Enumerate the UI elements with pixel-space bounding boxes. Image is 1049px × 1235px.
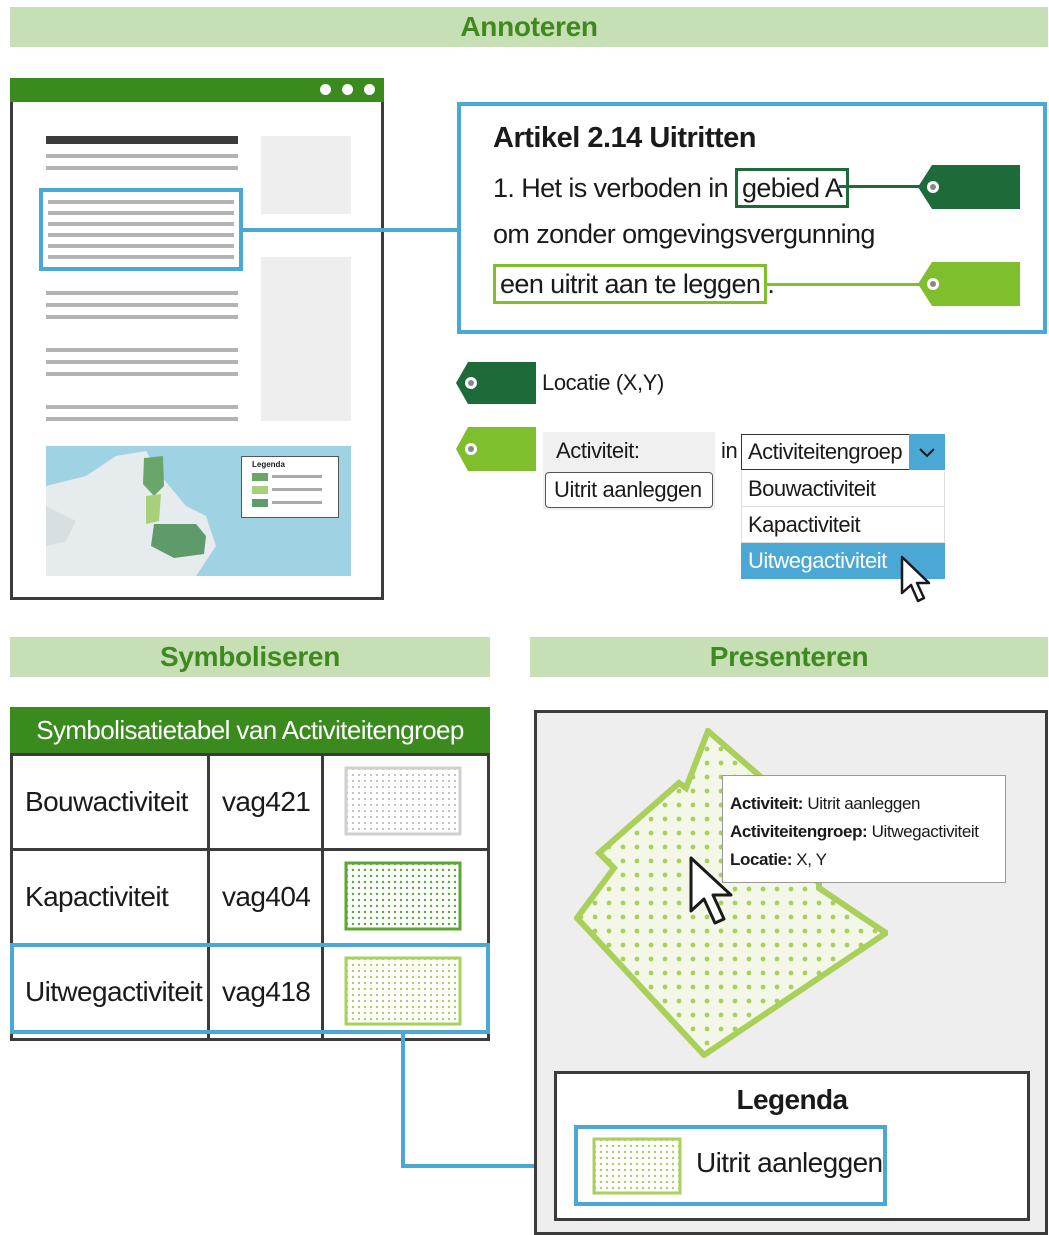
legend-item-label: Uitrit aanleggen xyxy=(696,1147,883,1178)
window-control-dot[interactable] xyxy=(364,84,375,95)
article-title: Artikel 2.14 Uitritten xyxy=(493,122,756,154)
map-tooltip: Activiteit: Uitrit aanleggen Activiteite… xyxy=(722,775,1006,883)
swatch-lightgreen-dotted xyxy=(592,1137,682,1195)
doc-text-line xyxy=(46,372,238,376)
tooltip-value: Uitwegactiviteit xyxy=(867,822,979,841)
connector-line xyxy=(401,1164,576,1168)
section-symboliseren: Symboliseren xyxy=(10,637,490,677)
dropdown-option-bouwactiviteit[interactable]: Bouwactiviteit xyxy=(741,471,945,507)
table-cell-code: vag418 xyxy=(207,943,324,1041)
article-text: 1. Het is verboden in xyxy=(493,173,735,203)
doc-text-line xyxy=(46,154,238,158)
cursor-icon xyxy=(898,555,938,612)
doc-heading-line xyxy=(46,136,238,144)
swatch-gray-dotted xyxy=(344,766,462,836)
tooltip-key: Activiteit: xyxy=(730,794,804,813)
swatch-green-dotted xyxy=(344,861,462,931)
doc-text-line xyxy=(46,303,238,307)
map-legend-title: Legenda xyxy=(252,460,285,469)
table-cell-swatch xyxy=(321,753,490,851)
activity-input[interactable]: Uitrit aanleggen xyxy=(545,472,713,508)
annotation-connector xyxy=(766,283,922,286)
activity-group-select[interactable]: Activiteitengroep xyxy=(741,434,945,470)
in-label: in xyxy=(721,438,738,463)
activity-tag-icon[interactable] xyxy=(918,262,1020,306)
table-cell-name: Bouwactiviteit xyxy=(10,753,210,851)
select-value: Activiteitengroep xyxy=(748,439,903,464)
highlighted-table-row[interactable] xyxy=(10,943,490,1034)
article-line-1: 1. Het is verboden in gebied A xyxy=(493,168,850,208)
table-cell-code: vag421 xyxy=(207,753,324,851)
section-annoteren: Annoteren xyxy=(10,7,1048,47)
activity-label: Activiteit: xyxy=(556,438,640,463)
connector-line xyxy=(241,228,457,232)
doc-text-line xyxy=(46,315,238,319)
annotated-location-text[interactable]: gebied A xyxy=(734,168,850,208)
doc-text-line xyxy=(46,166,238,170)
window-control-dot[interactable] xyxy=(320,84,331,95)
cursor-icon xyxy=(687,855,737,934)
table-cell-code: vag404 xyxy=(207,848,324,946)
tooltip-value: Uitrit aanleggen xyxy=(803,794,921,813)
doc-text-line xyxy=(46,417,238,421)
section-presenteren: Presenteren xyxy=(530,637,1048,677)
highlighted-paragraph[interactable] xyxy=(39,188,243,271)
document-window: Legenda xyxy=(10,78,384,600)
tooltip-value: X, Y xyxy=(791,850,827,869)
swatch-lightgreen-dotted xyxy=(344,956,462,1026)
doc-text-line xyxy=(46,348,238,352)
tooltip-key: Activiteitengroep: xyxy=(730,822,868,841)
location-tag-icon[interactable] xyxy=(918,165,1020,209)
doc-image-placeholder xyxy=(261,136,351,214)
legend-item[interactable]: Uitrit aanleggen xyxy=(574,1125,887,1206)
doc-image-placeholder xyxy=(261,257,351,421)
annotated-activity-text[interactable]: een uitrit aan te leggen xyxy=(493,264,768,304)
location-label: Locatie (X,Y) xyxy=(542,370,664,395)
doc-text-line xyxy=(46,291,238,295)
activity-tag-icon xyxy=(456,427,536,471)
annotation-connector xyxy=(839,185,923,188)
document-map: Legenda xyxy=(46,446,351,576)
tooltip-key: Locatie: xyxy=(730,850,792,869)
connector-line xyxy=(401,1034,405,1168)
table-cell-name: Kapactiviteit xyxy=(10,848,210,946)
legend-title: Legenda xyxy=(736,1084,849,1115)
doc-text-line xyxy=(46,360,238,364)
doc-text-line xyxy=(46,405,238,409)
map-legend: Legenda xyxy=(241,456,339,518)
table-cell-swatch xyxy=(321,848,490,946)
article-line-3: een uitrit aan te leggen. xyxy=(493,264,775,304)
symbol-table-title: Symbolisatietabel van Activiteitengroep xyxy=(10,707,490,753)
window-control-dot[interactable] xyxy=(342,84,353,95)
article-line-2: om zonder omgevingsvergunning xyxy=(493,219,875,249)
dropdown-option-kapactiviteit[interactable]: Kapactiviteit xyxy=(741,507,945,543)
window-title-bar xyxy=(10,78,384,102)
location-tag-icon xyxy=(456,362,536,404)
chevron-down-icon[interactable] xyxy=(909,434,945,470)
article-panel: Artikel 2.14 Uitritten 1. Het is verbode… xyxy=(457,102,1047,334)
